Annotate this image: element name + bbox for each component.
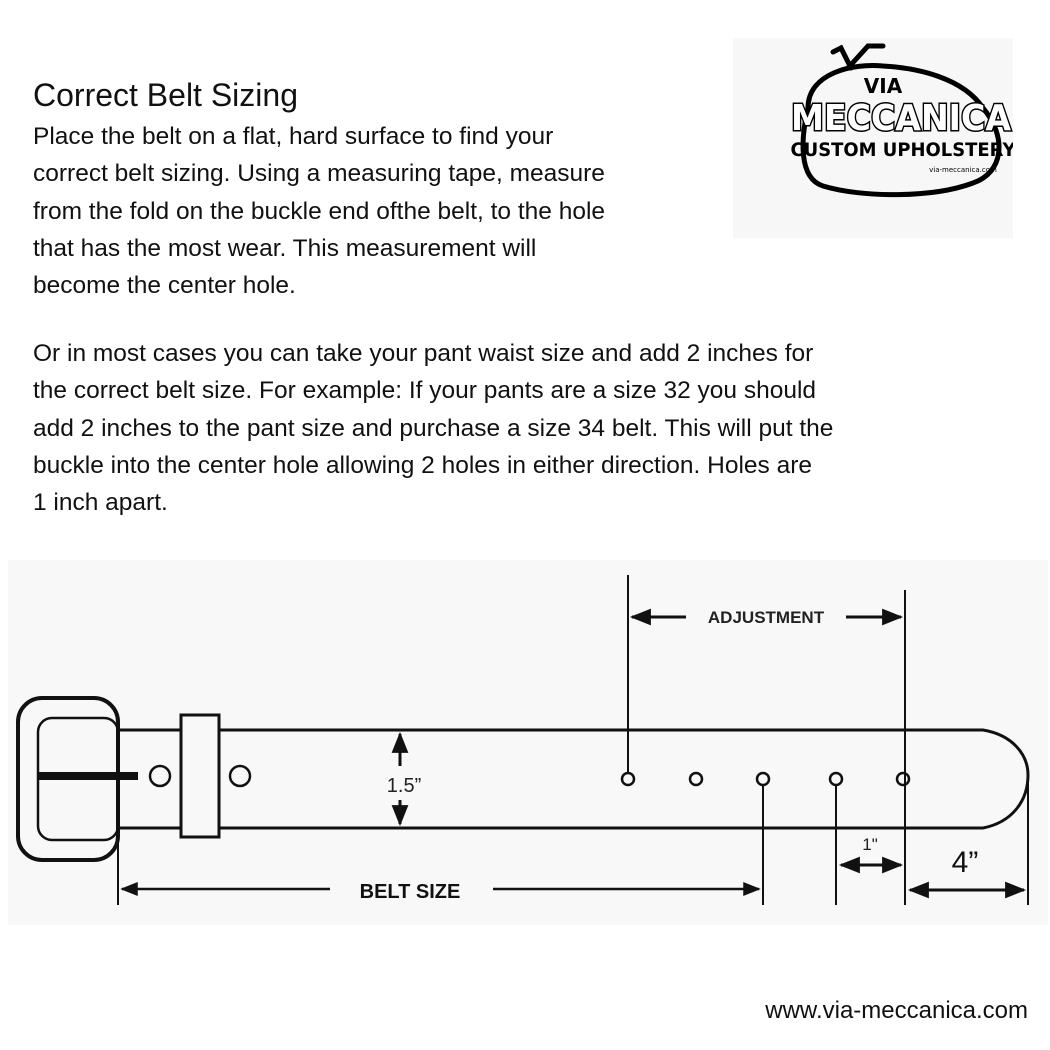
belt-keeper bbox=[179, 713, 221, 839]
adjustment-hole bbox=[895, 771, 911, 787]
tip-label: 4” bbox=[952, 846, 979, 879]
logo-line-via: VIA bbox=[864, 74, 903, 98]
belt-strap bbox=[118, 728, 1030, 830]
buckle-hole bbox=[228, 764, 252, 788]
paragraph-line: Or in most cases you can take your pant … bbox=[33, 340, 814, 367]
paragraph-line: from the fold on the buckle end ofthe be… bbox=[33, 197, 606, 225]
belt-diagram: ADJUSTMENT 1.5” 1" 4” BELT SIZE bbox=[8, 560, 1048, 925]
buckle-prong bbox=[38, 772, 138, 780]
paragraph-line: correct belt sizing. Using a measuring t… bbox=[33, 160, 605, 188]
paragraph-line: add 2 inches to the pant size and purcha… bbox=[33, 414, 834, 442]
width-label: 1.5” bbox=[387, 775, 421, 797]
adjustment-hole bbox=[828, 771, 844, 787]
paragraph-line: become the center hole. bbox=[33, 272, 296, 300]
brand-logo: VIA MECCANICA CUSTOM UPHOLSTERY via-mecc… bbox=[733, 38, 1013, 238]
fuel-tank-shape bbox=[800, 63, 1002, 198]
paragraph-line: that has the most wear. This measurement… bbox=[33, 234, 537, 262]
adjustment-hole bbox=[620, 771, 636, 787]
logo-small-url: via-meccanica.com bbox=[929, 166, 997, 174]
logo-graphic: VIA MECCANICA CUSTOM UPHOLSTERY via-mecc… bbox=[790, 43, 1014, 198]
adjustment-hole bbox=[688, 771, 704, 787]
paragraph-line: buckle into the center hole allowing 2 h… bbox=[33, 451, 813, 479]
intro-paragraph: Place the belt on a flat, hard surface t… bbox=[33, 118, 753, 304]
logo-line-upholstery: CUSTOM UPHOLSTERY bbox=[791, 139, 1014, 161]
paragraph-line: Place the belt on a flat, hard surface t… bbox=[33, 123, 554, 150]
handlebar-icon bbox=[830, 43, 886, 71]
hole-spacing-label: 1" bbox=[862, 835, 878, 854]
logo-line-meccanica: MECCANICA bbox=[791, 98, 1011, 139]
footer-url: www.via-meccanica.com bbox=[765, 997, 1028, 1024]
belt-diagram-svg: ADJUSTMENT 1.5” 1" 4” BELT SIZE bbox=[16, 575, 1030, 905]
example-paragraph: Or in most cases you can take your pant … bbox=[33, 335, 1033, 521]
belt-size-label: BELT SIZE bbox=[360, 881, 461, 903]
paragraph-line: 1 inch apart. bbox=[33, 489, 168, 517]
adjustment-label: ADJUSTMENT bbox=[708, 608, 825, 627]
adjustment-hole bbox=[755, 771, 771, 787]
buckle-hole bbox=[148, 764, 172, 788]
page-title: Correct Belt Sizing bbox=[33, 77, 298, 113]
paragraph-line: the correct belt size. For example: If y… bbox=[33, 377, 817, 405]
